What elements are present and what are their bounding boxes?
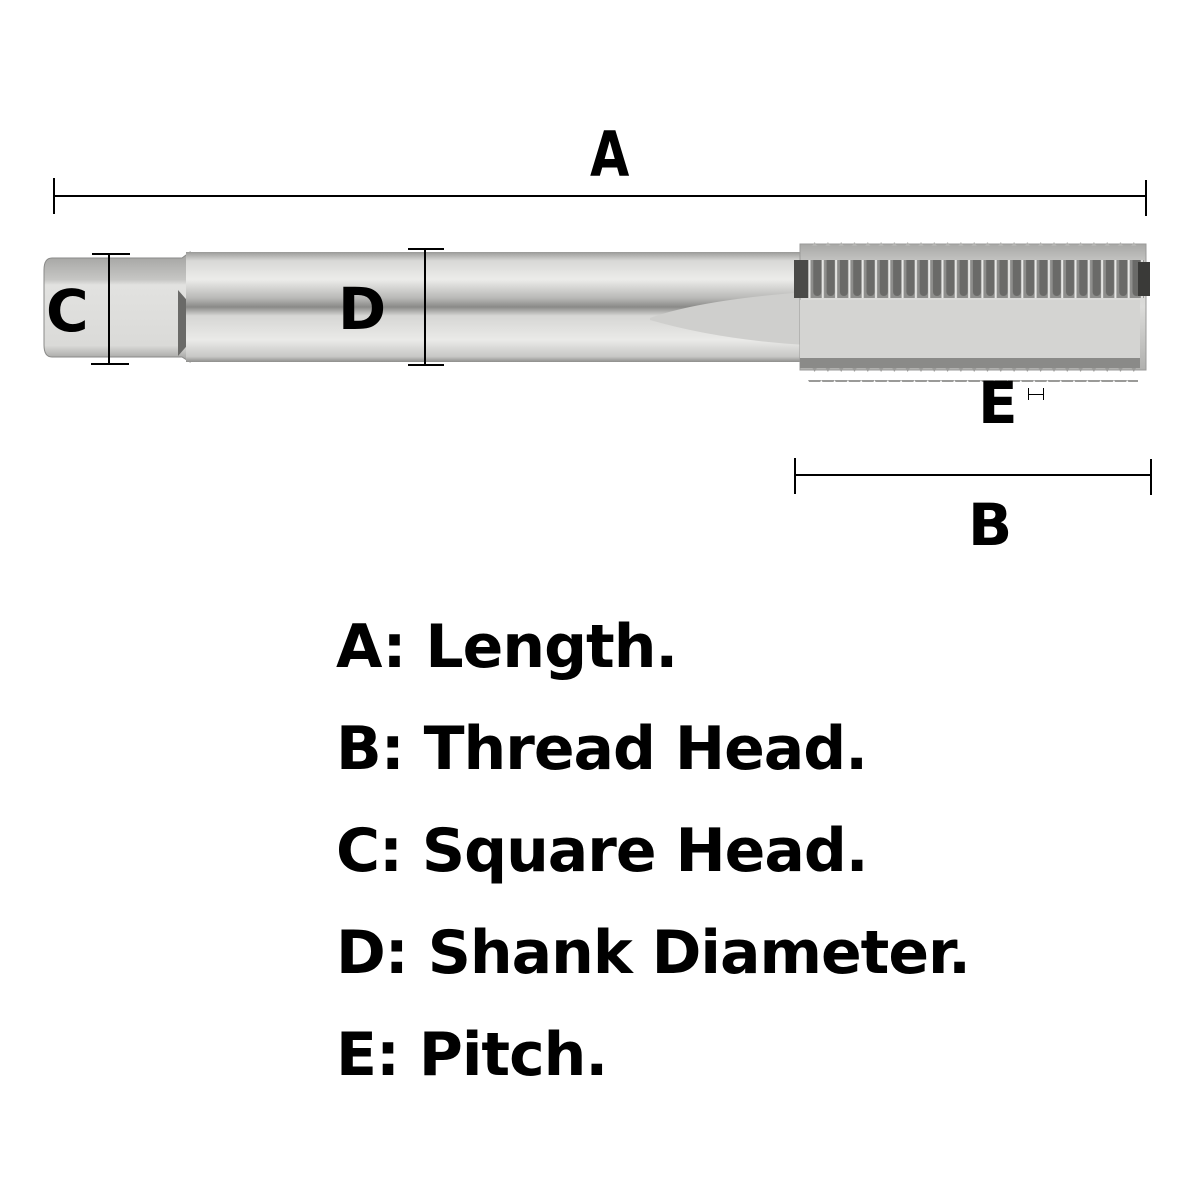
dimension-tick-d-bottom <box>408 364 444 366</box>
legend: A: Length. B: Thread Head. C: Square Hea… <box>336 596 971 1106</box>
dimension-line-a <box>54 195 1146 197</box>
dimension-tick-b-left <box>794 458 796 494</box>
tap-illustration <box>43 232 1150 382</box>
legend-item-shank-diameter: D: Shank Diameter. <box>336 918 971 988</box>
dimension-tick-a-left <box>53 178 55 214</box>
dimension-tick-d-top <box>408 248 444 250</box>
square-head <box>43 251 191 363</box>
dimension-tick-c-bottom <box>91 363 129 365</box>
dimension-tick-b-right <box>1150 459 1152 495</box>
dimension-label-b: B <box>968 491 1013 559</box>
dimension-label-a: A <box>590 118 630 191</box>
dimension-label-e: E <box>978 369 1018 437</box>
dimension-line-c <box>108 254 110 364</box>
pitch-marker <box>1028 388 1044 400</box>
legend-item-thread-head: B: Thread Head. <box>336 714 868 784</box>
legend-item-square-head: C: Square Head. <box>336 816 869 886</box>
legend-item-pitch: E: Pitch. <box>336 1020 608 1090</box>
dimension-tick-a-right <box>1145 180 1147 216</box>
dimension-line-b <box>795 474 1151 476</box>
dimension-label-c: C <box>46 277 89 345</box>
legend-item-length: A: Length. <box>336 612 678 682</box>
dimension-line-d <box>424 249 426 366</box>
dimension-tick-c-top <box>92 253 130 255</box>
dimension-label-d: D <box>338 275 387 343</box>
